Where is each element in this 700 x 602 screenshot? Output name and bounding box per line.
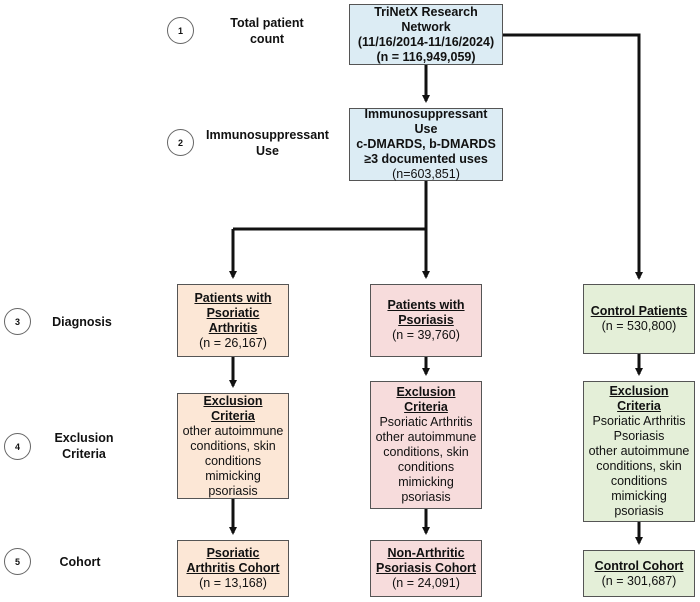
control-exclusion-line1: Psoriatic Arthritis [592,414,686,428]
step-3-circle: 3 [4,308,31,335]
immunosuppressant-box: Immunosuppressant Use c-DMARDS, b-DMARDS… [349,107,503,181]
network-title: TriNetX Research Network [374,4,478,34]
pso-cohort-count: (n = 24,091) [392,576,460,590]
control-cohort-box: Control Cohort (n = 301,687) [583,550,695,597]
step-5-circle: 5 [4,548,31,575]
control-exclusion-text: other autoimmune conditions, skin condit… [588,444,690,518]
step-5-label: Cohort [59,555,101,569]
psa-count: (n = 26,167) [199,335,267,350]
step-1-circle: 1 [167,17,194,44]
psa-cohort-title: Psoriatic Arthritis Cohort [186,546,280,575]
control-box: Control Patients (n = 530,800) [583,284,695,354]
pso-count: (n = 39,760) [392,328,460,342]
control-cohort-title: Control Cohort [594,558,684,573]
pso-cohort-title: Non-Arthritic Psoriasis Cohort [375,546,477,575]
pso-exclusion-text: Psoriatic Arthritis other autoimmune con… [375,415,477,504]
step-2-label: Immunosuppressant Use [206,128,329,158]
step-3-label: Diagnosis [52,315,112,329]
control-count: (n = 530,800) [601,319,677,333]
pso-cohort-box: Non-Arthritic Psoriasis Cohort (n = 24,0… [370,540,482,597]
step-4-circle: 4 [4,433,31,460]
immuno-line3: ≥3 documented uses [364,152,488,166]
pso-title: Patients with Psoriasis [387,298,465,327]
step-4-label: Exclusion Criteria [54,431,114,461]
network-dates: (11/16/2014-11/16/2024) [357,34,495,49]
immuno-count: (n=603,851) [392,167,460,181]
psa-cohort-box: Psoriatic Arthritis Cohort (n = 13,168) [177,540,289,597]
control-title: Control Patients [590,304,688,318]
arrow-network-to-control [503,33,643,280]
psa-exclusion-text: other autoimmune conditions, skin condit… [182,423,284,498]
psa-title: Patients with Psoriatic Arthritis [194,290,272,335]
psa-cohort-count: (n = 13,168) [199,576,267,590]
immuno-line1: Immunosuppressant Use [364,107,488,136]
pso-exclusion-title: Exclusion Criteria [396,385,456,414]
psa-exclusion-box: Exclusion Criteria other autoimmune cond… [177,393,289,499]
pso-exclusion-box: Exclusion Criteria Psoriatic Arthritis o… [370,381,482,509]
step-2-circle: 2 [167,129,194,156]
network-count: (n = 116,949,059) [376,49,476,64]
control-cohort-count: (n = 301,687) [601,573,677,588]
control-exclusion-box: Exclusion Criteria Psoriatic Arthritis P… [583,381,695,522]
psa-box: Patients with Psoriatic Arthritis (n = 2… [177,284,289,357]
pso-box: Patients with Psoriasis (n = 39,760) [370,284,482,357]
control-exclusion-line2: Psoriasis [613,429,665,443]
psa-exclusion-title: Exclusion Criteria [203,393,263,423]
control-exclusion-title: Exclusion Criteria [609,384,669,413]
step-1-label: Total patient count [230,16,304,46]
network-box: TriNetX Research Network (11/16/2014-11/… [349,4,503,65]
immuno-line2: c-DMARDS, b-DMARDS [356,137,496,151]
